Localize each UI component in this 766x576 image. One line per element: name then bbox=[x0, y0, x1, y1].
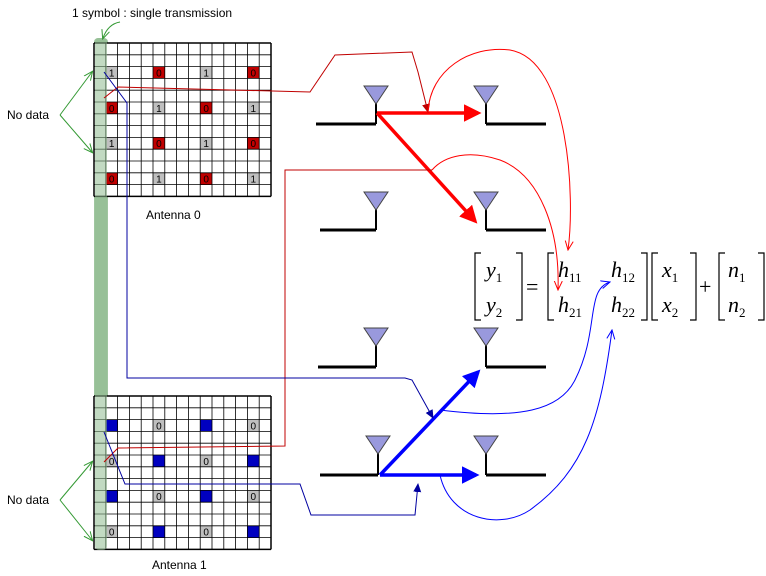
grid-cell-label: 1 bbox=[203, 139, 209, 150]
grid-cell-label: 0 bbox=[109, 528, 115, 539]
grid-cell-gray bbox=[200, 525, 212, 538]
grid-cell-gray bbox=[105, 137, 118, 150]
grid-cell-gray bbox=[153, 419, 165, 432]
grid-cell-blue bbox=[153, 525, 165, 538]
antenna-tx-top bbox=[316, 85, 389, 126]
no-data-arrows-bottom bbox=[59, 462, 92, 540]
blue-feed-lines bbox=[103, 71, 434, 516]
grid-cell-gray bbox=[247, 102, 260, 114]
grid-cell-gray bbox=[200, 455, 212, 467]
antenna-1-label: Antenna 1 bbox=[152, 558, 207, 572]
grid-cell-label: 1 bbox=[156, 175, 162, 186]
grid-cell-red bbox=[105, 102, 118, 114]
eq-h12: h12 bbox=[611, 257, 635, 285]
grid-cell-gray bbox=[153, 102, 165, 114]
antenna-rx-bottom2 bbox=[473, 435, 546, 477]
eq-plus: + bbox=[699, 274, 711, 299]
mimo-equation: y1 y2 = h11 h12 h21 h22 x1 x2 + n1 n2 bbox=[474, 252, 765, 321]
grid-cell-gray bbox=[247, 419, 260, 432]
grid-cell-label: 0 bbox=[156, 492, 162, 503]
grid-cell-label: 1 bbox=[109, 139, 115, 150]
caption-connector bbox=[103, 21, 121, 38]
grid-cell-label: 0 bbox=[156, 68, 162, 79]
resource-grid-antenna-0: 1 0 1 0 0 1 0 1 1 0 1 0 0 1 0 1 bbox=[93, 42, 272, 198]
eq-h11: h11 bbox=[558, 257, 582, 285]
grid-cell-blue bbox=[105, 419, 118, 432]
grid-cell-red bbox=[247, 137, 260, 150]
no-data-label-top: No data bbox=[7, 108, 50, 122]
eq-x1: x1 bbox=[661, 257, 678, 285]
no-data-arrows-top bbox=[59, 72, 92, 152]
red-curves-to-equation bbox=[427, 48, 570, 290]
grid-cell-red bbox=[247, 66, 260, 79]
red-signal-paths bbox=[375, 104, 482, 224]
grid-cell-label: 0 bbox=[109, 104, 115, 115]
resource-grid-antenna-1: 0 0 0 0 0 0 0 0 bbox=[93, 395, 272, 551]
grid-cell-blue bbox=[247, 525, 260, 538]
grid-cell-red bbox=[153, 137, 165, 150]
grid-cell-label: 0 bbox=[203, 457, 209, 468]
grid-cell-blue bbox=[105, 490, 118, 503]
eq-equals: = bbox=[526, 274, 538, 299]
grid-cell-label: 1 bbox=[156, 104, 162, 115]
grid-cell-gray bbox=[200, 137, 212, 150]
grid-cell-blue bbox=[153, 455, 165, 467]
antenna-rx-mid bbox=[473, 191, 546, 232]
grid-cell-gray bbox=[247, 490, 260, 503]
grid-cell-red bbox=[105, 172, 118, 185]
grid-cell-label: 0 bbox=[156, 421, 162, 432]
grid-cell-gray bbox=[105, 66, 118, 79]
grid-cell-gray bbox=[247, 172, 260, 185]
antenna-rx-bottom1 bbox=[473, 327, 546, 369]
symbol-caption: 1 symbol : single transmission bbox=[72, 6, 233, 20]
eq-n2: n2 bbox=[728, 292, 746, 320]
grid-cell-gray bbox=[105, 525, 118, 538]
grid-cell-label: 0 bbox=[203, 528, 209, 539]
antenna-0-label: Antenna 0 bbox=[146, 208, 201, 222]
grid-cell-label: 1 bbox=[109, 68, 115, 79]
grid-cell-label: 0 bbox=[109, 457, 115, 468]
eq-n1: n1 bbox=[728, 257, 746, 285]
grid-cell-label: 0 bbox=[251, 492, 257, 503]
eq-x2: x2 bbox=[661, 292, 678, 320]
grid-cell-red bbox=[153, 66, 165, 79]
grid-cell-label: 0 bbox=[203, 175, 209, 186]
grid-cell-label: 0 bbox=[109, 175, 115, 186]
no-data-label-bottom: No data bbox=[7, 493, 50, 507]
grid-cell-blue bbox=[200, 490, 212, 503]
grid-cell-gray bbox=[153, 490, 165, 503]
antenna-idle-2 bbox=[318, 327, 389, 369]
blue-signal-paths bbox=[378, 369, 481, 484]
grid-cell-red bbox=[200, 172, 212, 185]
eq-y2: y2 bbox=[484, 292, 502, 320]
antenna-rx-top bbox=[473, 85, 546, 126]
grid-cell-gray bbox=[153, 172, 165, 185]
eq-y1: y1 bbox=[484, 257, 502, 285]
antenna-tx-bottom bbox=[320, 435, 391, 477]
grid-cell-gray bbox=[105, 455, 118, 467]
grid-cell-label: 1 bbox=[251, 175, 257, 186]
grid-cell-red bbox=[200, 102, 212, 114]
antenna-idle-1 bbox=[320, 191, 389, 232]
grid-cell-label: 0 bbox=[156, 139, 162, 150]
eq-h22: h22 bbox=[611, 292, 635, 320]
red-feed-lines bbox=[103, 51, 432, 463]
blue-curves-to-equation bbox=[439, 282, 612, 521]
grid-cell-label: 1 bbox=[203, 68, 209, 79]
grid-cell-label: 0 bbox=[251, 139, 257, 150]
grid-cell-blue bbox=[200, 419, 212, 432]
grid-cell-blue bbox=[247, 455, 260, 467]
grid-cell-label: 0 bbox=[251, 421, 257, 432]
grid-cell-label: 1 bbox=[251, 104, 257, 115]
grid-cell-gray bbox=[200, 66, 212, 79]
grid-cell-label: 0 bbox=[203, 104, 209, 115]
grid-cell-label: 0 bbox=[251, 68, 257, 79]
eq-h21: h21 bbox=[558, 292, 582, 320]
